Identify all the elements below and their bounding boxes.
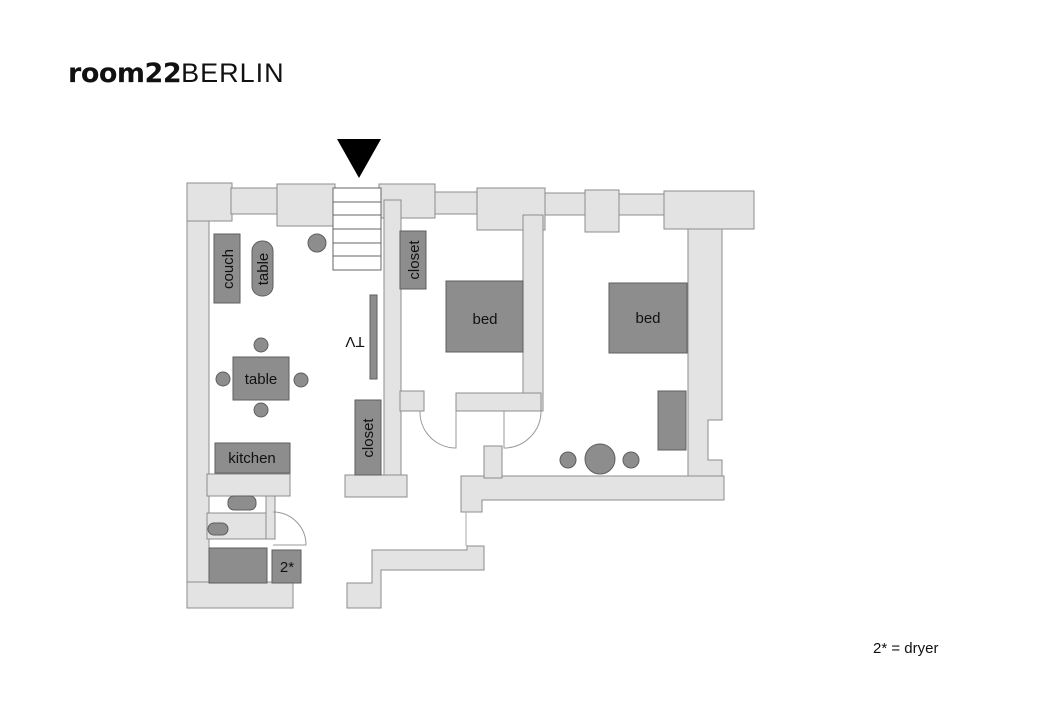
stairs <box>332 187 382 271</box>
dryer-label: 2* <box>280 559 294 576</box>
chair-left <box>215 371 231 387</box>
window-2 <box>434 191 478 215</box>
dining-table <box>232 356 290 401</box>
doors <box>272 410 542 546</box>
stool-right <box>622 451 640 469</box>
wall-bedroom2-stub <box>483 445 503 479</box>
pillar-3 <box>584 189 620 233</box>
wall-bottom-left <box>186 581 294 609</box>
dining-table-label: table <box>245 371 278 388</box>
window-4 <box>618 193 665 216</box>
chair-right <box>293 372 309 388</box>
tv <box>369 294 378 380</box>
wall-kitchen-bath <box>206 473 291 497</box>
couch <box>213 233 241 304</box>
wall-bedroom1-bottom-right <box>455 392 542 412</box>
sink <box>207 522 229 536</box>
closet-top <box>399 230 427 290</box>
bed-1-label: bed <box>472 311 497 328</box>
brand-logo: room22BERLIN <box>68 58 285 89</box>
kitchen-counter <box>214 442 291 474</box>
bed-2 <box>608 282 688 354</box>
closet-top-label: closet <box>406 240 423 280</box>
door-bathroom <box>272 511 307 546</box>
stool-left <box>559 451 577 469</box>
tv-label: TV <box>345 333 364 350</box>
dryer <box>271 549 302 584</box>
side-table <box>251 240 274 297</box>
wall-living-bedroom <box>383 199 402 478</box>
stool-round <box>307 233 327 253</box>
wall-left <box>186 182 210 609</box>
wall-top-right <box>663 190 755 230</box>
dryer-legend: 2* = dryer <box>873 640 939 657</box>
brand-name-city: BERLIN <box>181 58 285 88</box>
bed-1 <box>445 280 524 353</box>
window-1 <box>230 187 278 215</box>
bedroom2-cabinet <box>657 390 687 451</box>
closet-bottom <box>354 399 382 476</box>
wall-bedroom1-bottom-left <box>399 390 425 412</box>
wall-bedrooms <box>522 214 544 412</box>
wall-bath-right <box>265 495 276 540</box>
toilet <box>227 495 257 511</box>
entrance-arrow-icon <box>337 139 381 178</box>
side-table-label: table <box>255 253 272 286</box>
furniture: couch table TV table kitchen closet clos… <box>207 230 688 584</box>
door-bedroom2 <box>503 410 542 449</box>
brand-name-bold: room22 <box>68 58 182 89</box>
bed-2-label: bed <box>635 310 660 327</box>
wall-closet-base <box>344 474 408 498</box>
chair-bottom <box>253 402 269 418</box>
closet-bottom-label: closet <box>360 418 377 458</box>
round-table <box>584 443 616 475</box>
wall-right <box>687 228 723 501</box>
bathtub <box>208 547 268 584</box>
kitchen-label: kitchen <box>228 450 276 467</box>
wall-left-top <box>186 182 233 222</box>
chair-top <box>253 337 269 353</box>
couch-label: couch <box>220 249 237 289</box>
pillar-1 <box>276 183 336 227</box>
wall-bedroom2-bottom <box>460 475 725 513</box>
window-3 <box>544 192 586 216</box>
door-bedroom1 <box>419 410 457 449</box>
wall-bottom-right <box>346 545 485 609</box>
